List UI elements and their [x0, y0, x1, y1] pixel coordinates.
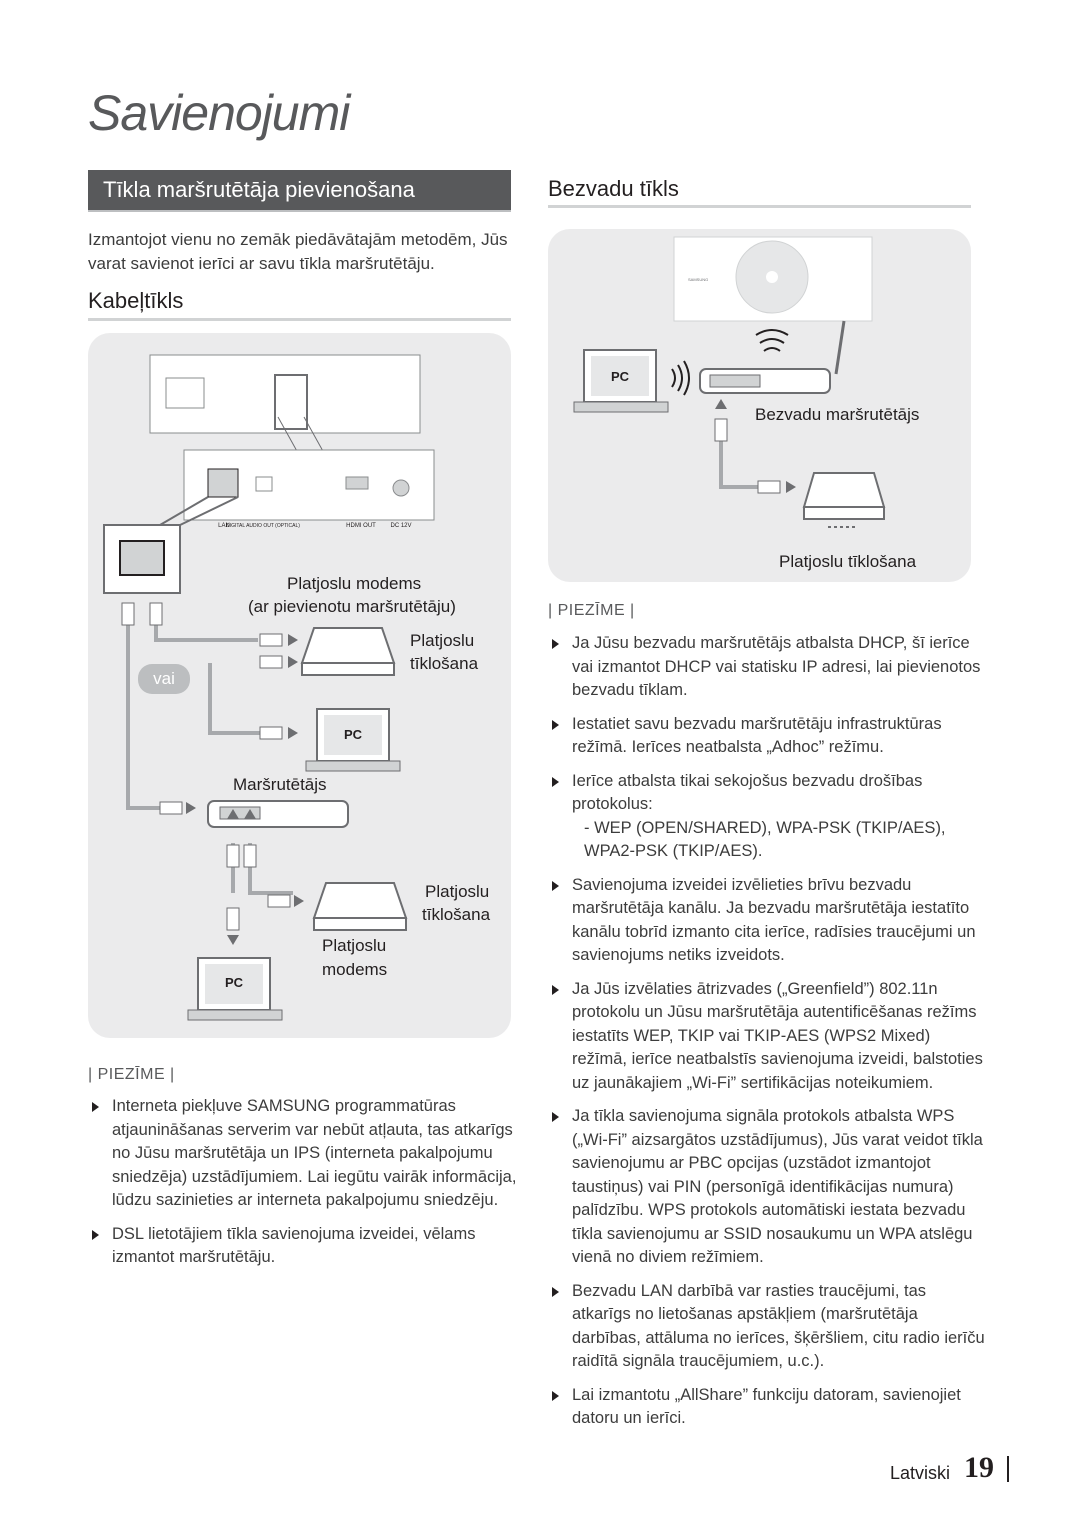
broadband-modem-icon: [312, 882, 408, 919]
lan-plug: [259, 726, 283, 740]
label-broadband-service: tīklošana: [410, 654, 479, 673]
arrow-icon: [786, 481, 796, 493]
device-display: [165, 377, 205, 409]
port-label-dc: DC 12V: [390, 523, 411, 529]
lan-plug: [226, 907, 240, 931]
brand-logo: SAMSUNG: [688, 277, 708, 282]
bullet-icon: [552, 719, 559, 730]
section-title-bar: Tīkla maršrutētāja pievienošana: [88, 170, 511, 212]
antenna: [834, 320, 846, 375]
port-label-optical: DIGITAL AUDIO OUT (OPTICAL): [226, 523, 300, 529]
lan-plug: [259, 633, 283, 647]
cable-to-broadband: [719, 439, 758, 489]
bullet-icon: [92, 1102, 99, 1112]
lan-plug: [226, 844, 240, 868]
dc-port: [392, 479, 410, 497]
bullet-icon: [552, 1390, 559, 1401]
list-item: Bezvadu LAN darbībā var rasties traucēju…: [548, 1280, 988, 1374]
arrow-icon: [288, 727, 298, 739]
list-item: Interneta piekļuve SAMSUNG programmatūra…: [88, 1095, 528, 1213]
lan-plug: [121, 602, 135, 626]
port-label-lan: LAN: [218, 523, 230, 529]
bullet-icon: [552, 639, 559, 649]
list-item: DSL lietotājiem tīkla savienojuma izveid…: [88, 1223, 528, 1270]
wired-diagram: LAN DIGITAL AUDIO OUT (OPTICAL) HDMI OUT…: [103, 354, 435, 1021]
list-item: Lai izmantotu „AllShare” funkciju datora…: [548, 1384, 988, 1431]
device-back-zoom-box: [274, 374, 308, 430]
bullet-icon: [552, 776, 559, 787]
arrow-icon: [288, 656, 298, 668]
intro-text: Izmantojot vienu no zemāk piedāvātajām m…: [88, 230, 508, 273]
broadband-modem-icon: [300, 627, 396, 664]
lan-plug: [267, 894, 291, 908]
label-broadband-modem: modems: [322, 960, 388, 979]
label-broadband-service: Platjoslu: [410, 631, 475, 650]
wired-notes: Interneta piekļuve SAMSUNG programmatūra…: [88, 1095, 528, 1280]
lan-plug: [757, 480, 781, 494]
arrow-icon: [227, 809, 239, 819]
list-item: Iestatiet savu bezvadu maršrutētāju infr…: [548, 713, 988, 760]
lan-plug: [149, 602, 163, 626]
list-item: Ierīce atbalsta tikai sekojošus bezvadu …: [548, 770, 988, 864]
pc-label: PC: [225, 975, 244, 990]
cable-to-router: [126, 623, 163, 810]
arrow-icon: [294, 895, 304, 907]
wifi-signal-icon: [755, 329, 789, 336]
wireless-heading-rule: [548, 205, 971, 208]
wireless-note-heading: | PIEZĪME |: [548, 602, 635, 619]
lan-plug: [159, 801, 183, 815]
lan-plug: [259, 655, 283, 669]
label-broadband-service: tīklošana: [422, 905, 491, 924]
wired-heading: Kabeļtīkls: [88, 288, 184, 313]
arrow-icon: [227, 935, 239, 945]
wired-note-heading: | PIEZĪME |: [88, 1066, 175, 1083]
bullet-icon: [92, 1229, 99, 1240]
port-label-hdmi: HDMI OUT: [346, 523, 376, 529]
label-with-router: (ar pievienotu maršrutētāju): [248, 597, 456, 616]
chapter-title: Savienojumi: [88, 85, 350, 141]
lan-port: [207, 468, 239, 498]
bullet-icon: [552, 984, 559, 995]
or-badge: vai: [138, 664, 190, 694]
wireless-notes: Ja Jūsu bezvadu maršrutētājs atbalsta DH…: [548, 632, 988, 1441]
arrow-icon: [244, 809, 256, 819]
list-item: Ja Jūs izvēlaties ātrizvades („Greenfiel…: [548, 978, 988, 1096]
bullet-icon: [552, 1286, 559, 1297]
wireless-diagram: SAMSUNG PC: [573, 236, 886, 528]
wifi-signal-icon: [671, 368, 676, 388]
list-item: Ja Jūsu bezvadu maršrutētājs atbalsta DH…: [548, 632, 988, 703]
footer-language: Latviski: [890, 1463, 951, 1483]
optical-port: [255, 476, 273, 492]
broadband-modem-icon: [802, 472, 886, 508]
cable-to-modem: [154, 623, 258, 642]
list-item: Ja tīkla savienojuma signāla protokols a…: [548, 1105, 988, 1270]
cable-to-pc: [208, 663, 263, 735]
pc-label: PC: [344, 727, 363, 742]
section-title: Tīkla maršrutētāja pievienošana: [103, 177, 415, 202]
wireless-heading: Bezvadu tīkls: [548, 176, 679, 201]
list-item: Savienojuma izveidei izvēlieties brīvu b…: [548, 874, 988, 968]
label-broadband-modem: Platjoslu modems: [287, 574, 422, 593]
bullet-icon: [552, 1112, 559, 1122]
pc-label: PC: [611, 369, 630, 384]
label-broadband-service: Platjoslu: [425, 882, 490, 901]
security-protocols: - WEP (OPEN/SHARED), WPA-PSK (TKIP/AES),…: [584, 818, 946, 861]
arrow-icon: [288, 634, 298, 646]
page-number: 19: [964, 1451, 994, 1484]
label-router: Maršrutētājs: [233, 775, 327, 794]
bullet-icon: [552, 880, 559, 891]
label-wireless-router: Bezvadu maršrutētājs: [755, 405, 920, 424]
arrow-icon: [715, 399, 727, 409]
arrow-icon: [186, 802, 196, 814]
lan-plug: [714, 418, 728, 442]
footer-divider: [1007, 1456, 1009, 1482]
label-broadband-modem: Platjoslu: [322, 936, 387, 955]
lan-plug: [243, 844, 257, 868]
hdmi-port: [345, 476, 369, 490]
wired-heading-rule: [88, 318, 511, 321]
label-broadband-service: Platjoslu tīklošana: [779, 552, 917, 571]
